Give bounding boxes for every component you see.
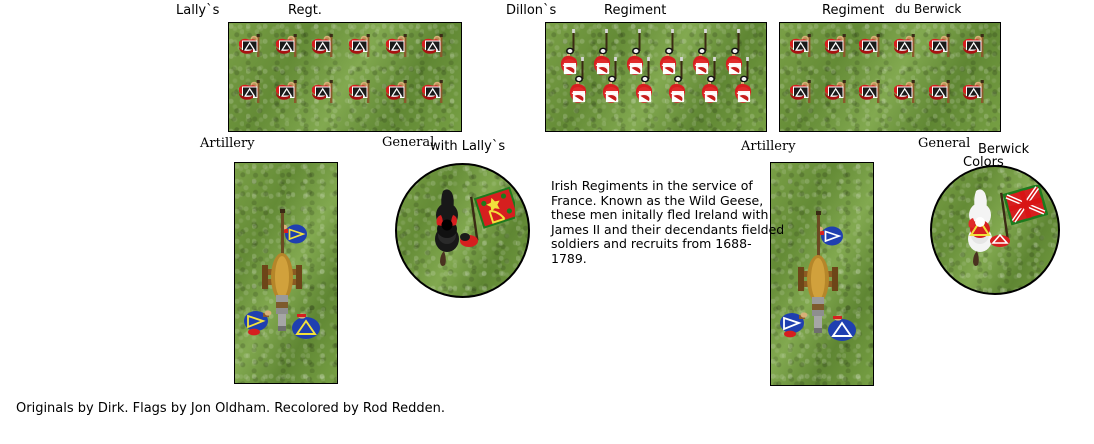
infantry-soldier-icon	[239, 34, 260, 57]
cannon-icon	[244, 209, 320, 339]
infantry-soldier-icon	[824, 80, 846, 103]
cannon-icon	[780, 211, 856, 341]
footer-credits: Originals by Dirk. Flags by Jon Oldham. …	[16, 401, 446, 416]
panel-general-berwick[interactable]	[930, 165, 1060, 295]
infantry-soldier-icon	[692, 29, 710, 75]
infantry-soldier-icon	[928, 80, 950, 103]
lally-sprite-grid	[229, 23, 461, 131]
label-general-right: General	[918, 136, 971, 151]
artillery-right-sprites	[771, 163, 873, 385]
infantry-soldier-icon	[790, 80, 811, 103]
infantry-soldier-icon	[349, 80, 370, 103]
infantry-soldier-icon	[626, 29, 644, 75]
infantry-soldier-icon	[668, 57, 686, 103]
infantry-soldier-icon	[859, 80, 881, 103]
mounted-general-icon	[968, 185, 1048, 266]
panel-general-lally[interactable]	[395, 163, 530, 298]
infantry-soldier-icon	[569, 57, 587, 103]
panel-lally-regiment[interactable]	[228, 22, 462, 132]
label-berwick-du: du Berwick	[895, 2, 962, 16]
infantry-soldier-icon	[593, 29, 611, 75]
label-dillon-regt: Regiment	[604, 3, 667, 18]
label-berwick-regt: Regiment	[822, 3, 885, 18]
description-line: 1789.	[551, 250, 587, 266]
infantry-soldier-icon	[422, 34, 444, 57]
dillon-sprite-grid	[546, 23, 766, 131]
description-line: Irish Regiments in the service of	[551, 178, 753, 193]
description-line: France. Known as the Wild Geese,	[551, 192, 764, 208]
infantry-soldier-icon	[312, 34, 334, 57]
artillery-left-sprites	[235, 163, 337, 383]
general-lally-sprites	[397, 165, 528, 296]
mounted-general-icon	[435, 186, 515, 266]
label-artillery-left: Artillery	[200, 136, 255, 151]
berwick-sprite-grid	[780, 23, 1000, 131]
infantry-soldier-icon	[859, 34, 881, 57]
infantry-soldier-icon	[385, 80, 407, 103]
infantry-soldier-icon	[963, 80, 985, 103]
general-berwick-sprites	[932, 167, 1058, 293]
infantry-soldier-icon	[659, 29, 677, 75]
infantry-soldier-icon	[275, 34, 297, 57]
infantry-soldier-icon	[894, 34, 915, 57]
infantry-soldier-icon	[560, 29, 578, 75]
label-lally-regt: Regt.	[288, 3, 322, 18]
label-berwick-colors-line1: Berwick	[978, 142, 1030, 157]
label-artillery-right: Artillery	[741, 139, 796, 154]
infantry-soldier-icon	[963, 34, 985, 57]
label-general-left-sub: with Lally`s	[430, 139, 506, 154]
infantry-soldier-icon	[239, 80, 260, 103]
infantry-soldier-icon	[790, 34, 811, 57]
infantry-soldier-icon	[725, 29, 743, 75]
infantry-soldier-icon	[635, 57, 653, 103]
infantry-soldier-icon	[349, 34, 370, 57]
panel-artillery-right[interactable]	[770, 162, 874, 386]
label-general-left: General	[382, 135, 435, 150]
panel-dillon-regiment[interactable]	[545, 22, 767, 132]
infantry-soldier-icon	[928, 34, 950, 57]
description-text: Irish Regiments in the service of France…	[551, 178, 785, 266]
infantry-soldier-icon	[275, 80, 297, 103]
panel-berwick-regiment[interactable]	[779, 22, 1001, 132]
infantry-soldier-icon	[734, 57, 752, 103]
infantry-soldier-icon	[602, 57, 620, 103]
label-lally-name: Lally`s	[176, 3, 220, 18]
infantry-soldier-icon	[422, 80, 444, 103]
description-line: James II and their decendants fielded	[551, 221, 785, 237]
panel-artillery-left[interactable]	[234, 162, 338, 384]
infantry-soldier-icon	[894, 80, 915, 103]
infantry-soldier-icon	[385, 34, 407, 57]
label-dillon-name: Dillon`s	[506, 3, 557, 18]
description-line: these men initally fled Ireland with	[551, 207, 769, 222]
infantry-soldier-icon	[701, 57, 719, 103]
description-line: soldiers and recruits from 1688-	[551, 236, 752, 251]
infantry-soldier-icon	[824, 34, 846, 57]
infantry-soldier-icon	[312, 80, 334, 103]
